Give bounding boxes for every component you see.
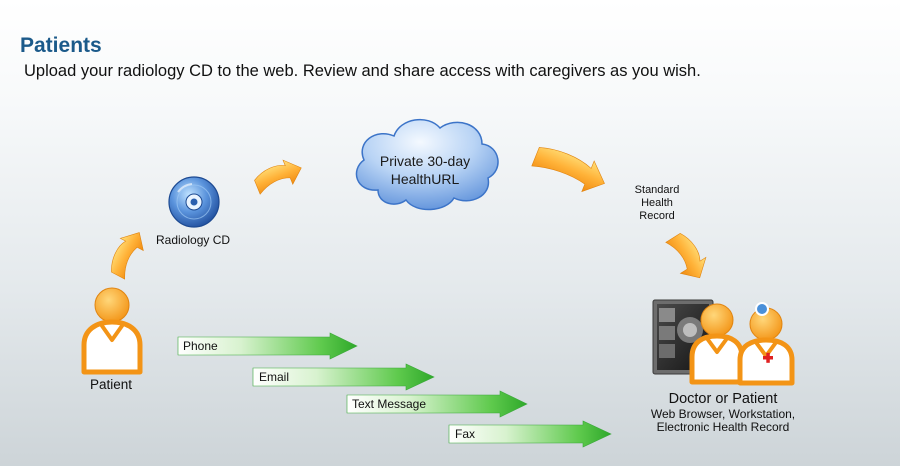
channel-label-email: Email <box>259 370 290 384</box>
arrow-patient-to-cd <box>111 232 144 280</box>
destination-title: Doctor or Patient <box>668 391 778 407</box>
arrow-cd-to-cloud <box>254 159 302 195</box>
channel-arrow-fax <box>448 420 612 448</box>
page-title: Patients <box>20 34 102 57</box>
cd-label: Radiology CD <box>156 233 231 247</box>
patient-icon <box>81 287 143 375</box>
cloud-icon <box>355 118 499 211</box>
channel-arrow-email <box>252 363 435 391</box>
channel-arrow-phone <box>177 332 358 360</box>
cd-icon <box>168 176 220 228</box>
arrow-cloud-to-record <box>531 147 605 193</box>
destination-subtitle: Web Browser, Workstation,Electronic Heal… <box>650 407 796 434</box>
doctor-icon <box>737 302 795 386</box>
channel-label-fax: Fax <box>455 427 476 441</box>
channel-label-text-message: Text Message <box>352 397 427 411</box>
channel-label-phone: Phone <box>183 339 218 353</box>
patient-label: Patient <box>89 377 133 392</box>
page-subtitle: Upload your radiology CD to the web. Rev… <box>24 62 701 80</box>
arrow-record-to-destination <box>665 233 707 279</box>
channel-arrow-text-message <box>346 390 528 418</box>
